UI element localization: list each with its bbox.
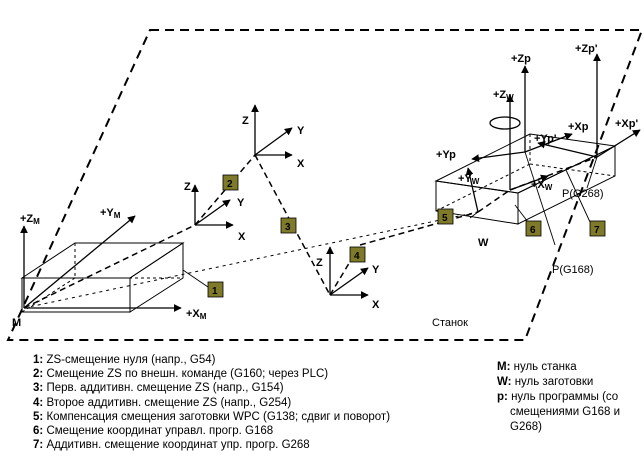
legend-item-5: 5: Компенсация смещения заготовки WPC (G…	[33, 410, 391, 423]
legend-point-m: M: нуль станка	[497, 361, 577, 373]
badge-5: 5	[437, 208, 454, 225]
prog-prime-z-label: +Zp'	[575, 43, 598, 55]
legend-item-2: 2: Смещение ZS по внешн. команде (G160; …	[33, 368, 329, 381]
frame3-axes	[251, 104, 293, 159]
machine-axes	[20, 215, 182, 312]
frame4-y-label: Y	[372, 264, 380, 276]
legend-point-p-cont2: G268)	[510, 421, 542, 433]
badge-7: 7	[589, 220, 606, 237]
legend-point-w: W: нуль заготовки	[497, 376, 594, 388]
legend-point-p-cont1: смещениями G168 и	[510, 406, 621, 418]
prog-y-label: +Yp	[436, 149, 456, 161]
frame2-axes	[191, 184, 234, 229]
prog-x-label: +Xp	[568, 121, 589, 133]
frame3-z-label: Z	[242, 115, 249, 127]
svg-text:3: 3	[285, 222, 291, 233]
p168-label: P(G168)	[552, 264, 594, 276]
svg-text:1: 1	[212, 286, 218, 297]
prog-prime-axes	[537, 53, 641, 189]
prog-prime-x-label: +Xp'	[615, 118, 638, 130]
machine-zero-label: M	[12, 317, 21, 329]
svg-text:2: 2	[227, 179, 233, 190]
legend-item-7: 7: Аддитивн. смещение координат упр. про…	[33, 439, 310, 452]
p268-label: P(G268)	[562, 188, 604, 200]
frame4-z-label: Z	[316, 257, 323, 269]
workpiece-zero-label: W	[478, 237, 489, 249]
svg-text:6: 6	[530, 225, 536, 236]
prog-axes	[471, 65, 573, 246]
legend-item-6: 6: Смещение координат управл. прогр. G16…	[33, 425, 274, 438]
badge-leaders	[182, 169, 591, 288]
frame4-x-label: X	[372, 299, 380, 311]
badge-1: 1	[207, 281, 224, 298]
badge-6: 6	[525, 220, 542, 237]
offset-chain	[23, 154, 598, 309]
workpiece-z-label: +ZW	[493, 89, 514, 102]
legend-item-3: 3: Перв. аддитивн. смещение ZS (напр., G…	[33, 382, 284, 395]
machine-z-label: +ZM	[20, 213, 40, 226]
prog-prime-y-label: +Yp'	[534, 133, 557, 145]
frame2-x-label: X	[238, 231, 246, 243]
svg-text:5: 5	[442, 213, 448, 224]
machine-x-label: +XM	[186, 308, 207, 321]
machine-label: Станок	[432, 317, 468, 329]
prog-z-label: +Zp	[511, 53, 531, 65]
legend-item-1: 1: ZS-смещение нуля (напр., G54)	[33, 354, 216, 366]
machine-y-label: +YM	[100, 207, 121, 220]
legend-item-4: 4: Второе аддитивн. смещение ZS (напр., …	[33, 396, 292, 409]
rotation-arrow-icon	[489, 116, 521, 130]
badge-3: 3	[280, 217, 297, 234]
legend-offsets: 1: ZS-смещение нуля (напр., G54) 2: Смещ…	[33, 353, 390, 452]
frame3-x-label: X	[297, 158, 305, 170]
workpiece-y-label: +YW	[458, 173, 480, 186]
frame4-axes	[326, 246, 369, 299]
frame2-z-label: Z	[184, 181, 191, 193]
workpiece-axes	[465, 94, 549, 213]
legend-point-p: p: нуль программы (со	[497, 391, 619, 403]
badge-2: 2	[222, 174, 239, 191]
machine-box	[20, 242, 185, 313]
legend-points: M: нуль станка W: нуль заготовки p: нуль…	[497, 360, 620, 435]
frame3-y-label: Y	[297, 125, 305, 137]
badge-4: 4	[349, 246, 366, 263]
frame2-y-label: Y	[237, 197, 245, 209]
svg-text:7: 7	[594, 225, 600, 236]
svg-text:4: 4	[354, 251, 360, 262]
